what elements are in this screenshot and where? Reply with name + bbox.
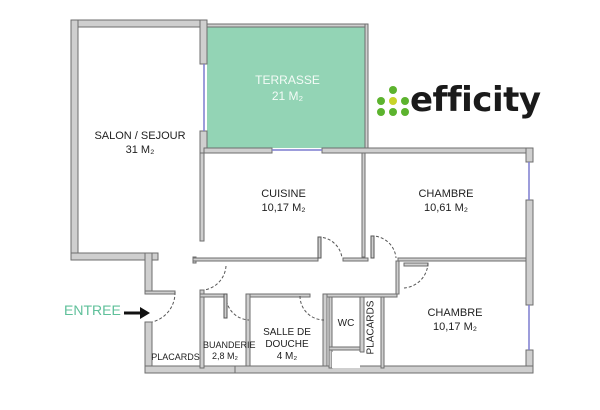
door-leaf bbox=[317, 236, 322, 259]
terrasse-area bbox=[207, 26, 367, 148]
wall bbox=[525, 199, 534, 306]
room-buanderie: BUANDERIE 2,8 M₂ bbox=[203, 340, 256, 362]
door-swing-cuisine bbox=[317, 236, 343, 259]
room-area: 31 M₂ bbox=[125, 144, 155, 156]
wall bbox=[203, 147, 273, 154]
wall bbox=[192, 257, 319, 262]
wall bbox=[395, 260, 400, 295]
wall bbox=[361, 152, 366, 258]
room-name: BUANDERIE bbox=[203, 340, 256, 350]
room-name: PLACARDS bbox=[151, 352, 200, 362]
door-swing-buanderie bbox=[225, 295, 250, 321]
wall bbox=[525, 147, 534, 163]
door-swing-entree bbox=[151, 291, 176, 323]
room-wc: WC bbox=[332, 317, 360, 331]
wall bbox=[322, 293, 328, 367]
wall bbox=[199, 293, 227, 298]
room-chambre-1: CHAMBRE 10,61 M₂ bbox=[366, 187, 526, 215]
entree-label: ENTREE bbox=[64, 302, 121, 318]
wall bbox=[199, 19, 208, 65]
wall bbox=[249, 293, 311, 298]
room-area: 21 M₂ bbox=[271, 89, 304, 103]
wall bbox=[206, 23, 369, 28]
wall bbox=[144, 290, 176, 295]
room-terrasse: TERRASSE 21 M₂ bbox=[210, 72, 365, 104]
room-area: 10,17 M₂ bbox=[432, 321, 478, 333]
door-leaf bbox=[370, 235, 375, 259]
door-swing-corridor bbox=[203, 265, 227, 291]
door-swing-chambre2 bbox=[403, 262, 429, 289]
room-cuisine: CUISINE 10,17 M₂ bbox=[205, 187, 362, 215]
wall bbox=[380, 296, 385, 369]
room-chambre-2: CHAMBRE 10,17 M₂ bbox=[384, 306, 526, 334]
wall bbox=[342, 257, 369, 262]
room-area: 2,8 M₂ bbox=[211, 351, 238, 361]
wall bbox=[364, 23, 369, 149]
room-area: 10,17 M₂ bbox=[261, 202, 306, 214]
wall bbox=[403, 262, 429, 267]
wall bbox=[397, 257, 527, 262]
brand-name: efficity bbox=[410, 80, 541, 120]
room-placards-1: PLACARDS bbox=[151, 352, 200, 363]
room-name: TERRASSE bbox=[255, 73, 320, 87]
wall bbox=[359, 296, 365, 353]
wall bbox=[245, 293, 251, 367]
room-area: 10,61 M₂ bbox=[423, 202, 469, 214]
efficity-logo-icon bbox=[377, 86, 409, 116]
room-name: WC bbox=[337, 318, 355, 329]
wall bbox=[328, 346, 365, 351]
door-swing-chambre1 bbox=[370, 235, 397, 259]
wall bbox=[199, 152, 205, 242]
room-salon: SALON / SEJOUR 31 M₂ bbox=[80, 129, 200, 157]
wall bbox=[525, 349, 534, 369]
room-area: 4 M₂ bbox=[276, 351, 298, 362]
room-placards-2: PLACARDS bbox=[365, 300, 377, 355]
wc-niche bbox=[332, 352, 360, 368]
room-name: SALON / SEJOUR bbox=[94, 130, 186, 142]
wall bbox=[144, 252, 153, 294]
wall bbox=[70, 19, 208, 28]
wall bbox=[70, 19, 79, 261]
room-salle-de-douche: SALLE DE DOUCHE 4 M₂ bbox=[251, 327, 323, 363]
wall bbox=[328, 296, 333, 369]
wall bbox=[321, 147, 534, 154]
arrow-right-icon bbox=[124, 307, 150, 319]
room-name: CHAMBRE bbox=[427, 307, 483, 319]
door-leaf bbox=[223, 293, 228, 319]
room-name-line2: DOUCHE bbox=[265, 339, 309, 350]
room-name: CUISINE bbox=[261, 188, 306, 200]
room-name-line1: SALLE DE bbox=[263, 327, 311, 338]
wall bbox=[144, 365, 236, 374]
wall bbox=[70, 252, 159, 261]
room-name: CHAMBRE bbox=[418, 188, 474, 200]
wall bbox=[199, 289, 205, 369]
door-swing-douche bbox=[299, 295, 325, 321]
